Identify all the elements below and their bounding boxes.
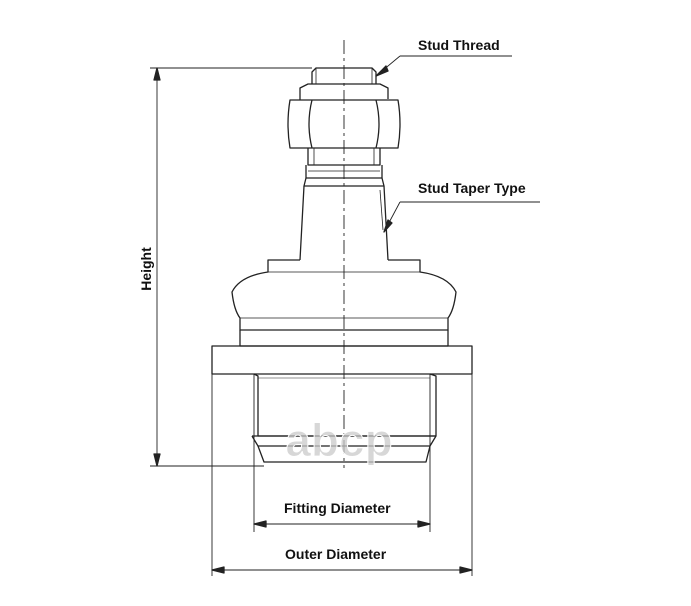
stud-thread-tip	[311, 67, 377, 84]
fitting-diameter-dimension	[253, 374, 431, 532]
outer-diameter-dimension	[211, 374, 473, 576]
housing-body	[251, 373, 437, 463]
height-label: Height	[138, 247, 154, 291]
housing-flange	[211, 345, 473, 375]
stud-thread-leader	[375, 55, 512, 77]
stud-thread-label: Stud Thread	[418, 37, 500, 53]
stud-taper-type-label: Stud Taper Type	[418, 180, 526, 196]
height-dimension	[150, 67, 312, 467]
abcp-logo-watermark: abcp	[285, 418, 393, 467]
nut-chamfer	[299, 83, 389, 99]
rubber-boot	[231, 259, 457, 331]
stud-taper-leader	[383, 201, 540, 233]
hex-nut	[287, 99, 401, 149]
stud-neck	[303, 148, 385, 187]
watermark-text: abcp	[285, 418, 392, 466]
stud-taper	[299, 185, 389, 261]
fitting-diameter-label: Fitting Diameter	[284, 500, 391, 516]
outer-diameter-label: Outer Diameter	[285, 546, 387, 562]
